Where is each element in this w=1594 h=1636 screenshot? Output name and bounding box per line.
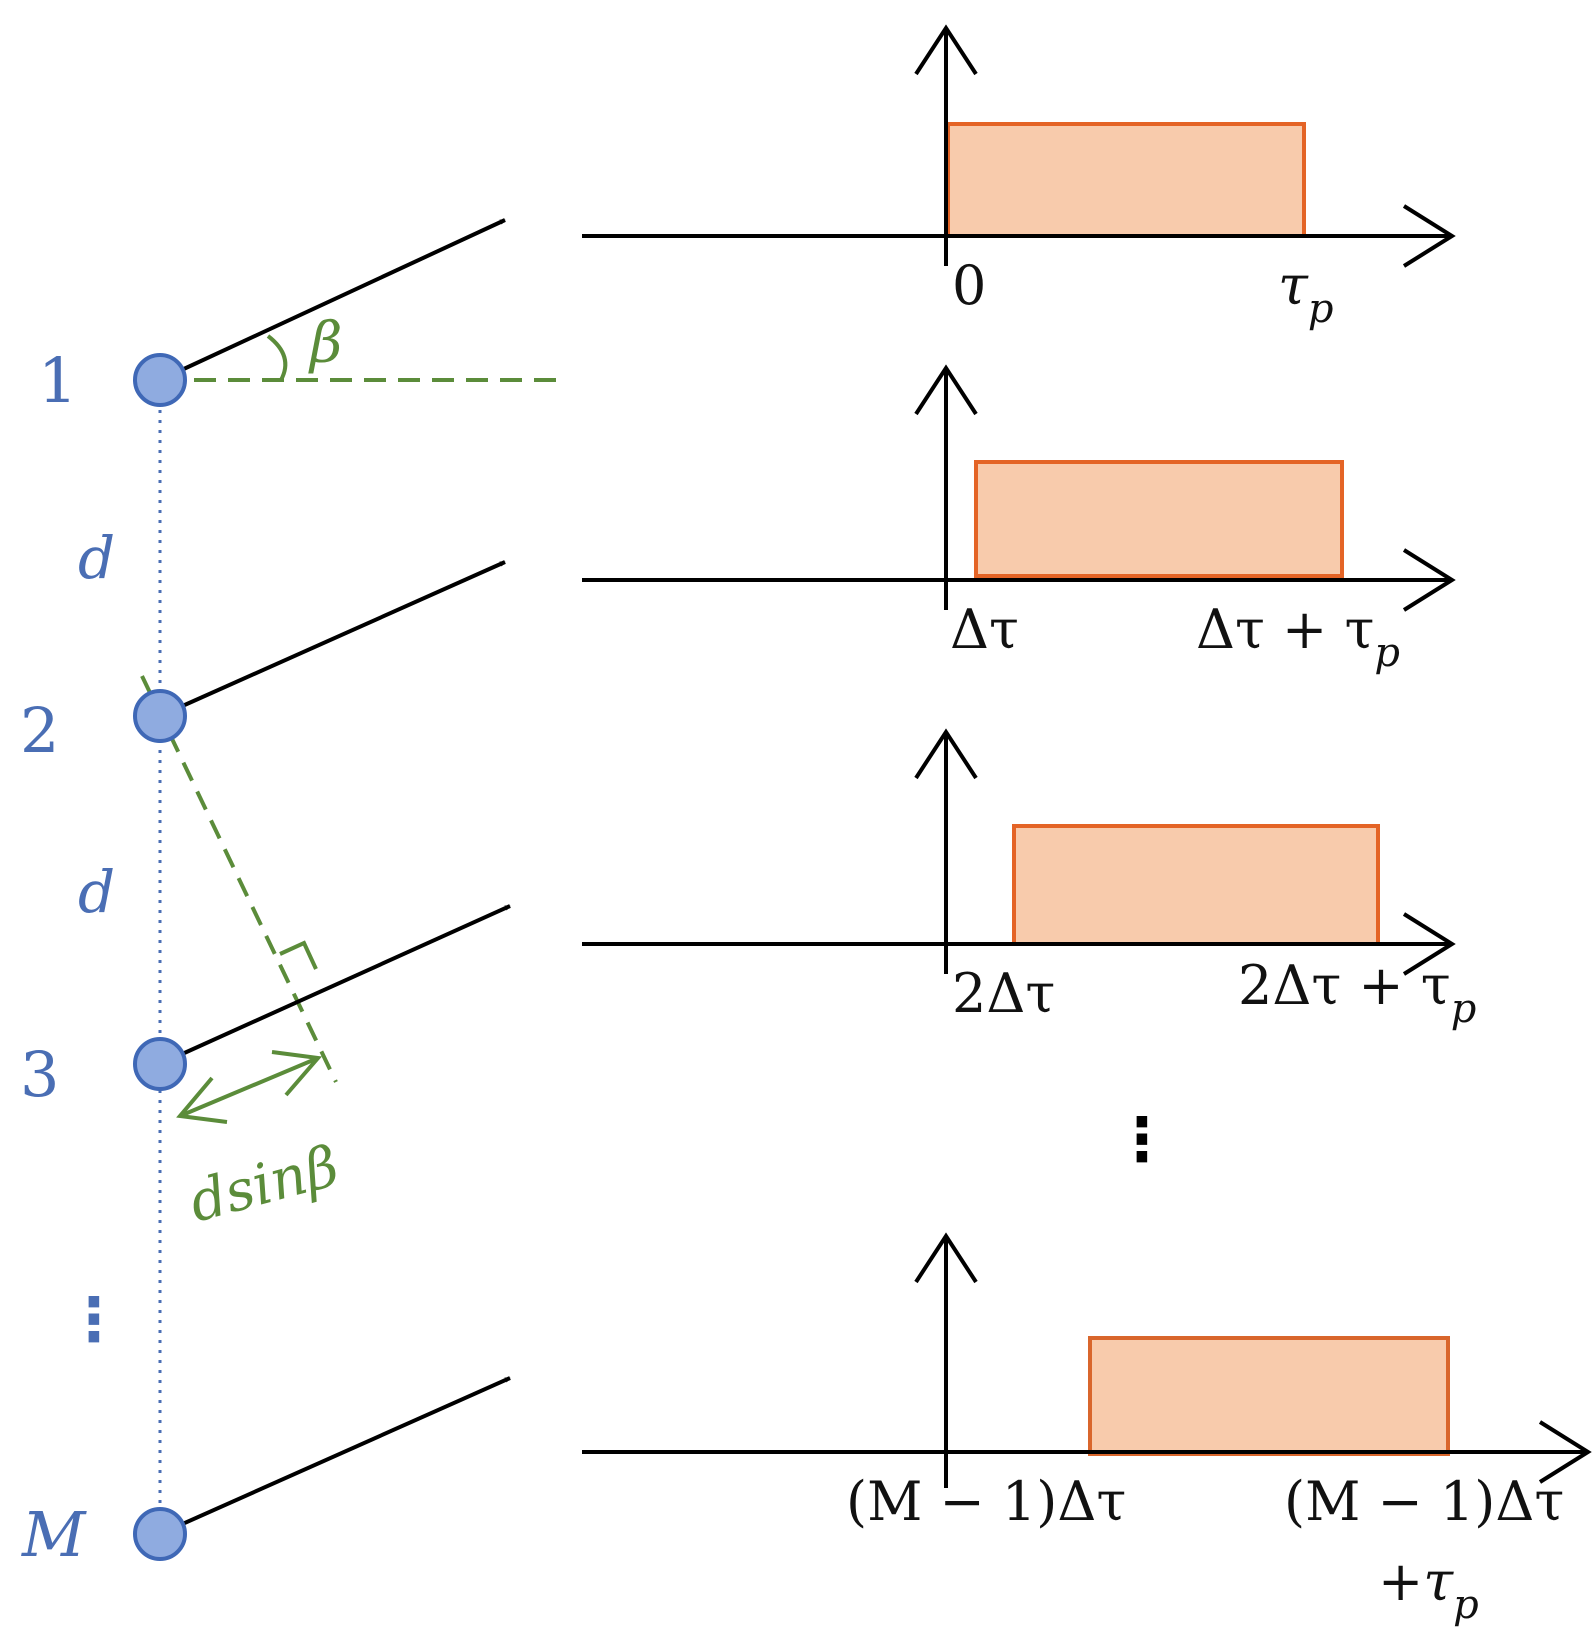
array-geometry: 1 2 3 M d d β dsinβ ⋮ (20, 218, 562, 1571)
amplitude-axis-arrowhead-1 (914, 24, 978, 76)
amplitude-axis-arrowhead-2 (914, 364, 978, 416)
end-label-2-base: Δτ + τ (1196, 598, 1374, 661)
end-label-2: Δτ + τp (1196, 598, 1400, 676)
spacing-label-1: d (78, 524, 115, 592)
end-label-2-subscript: p (1374, 630, 1400, 676)
array-element-2 (133, 689, 187, 743)
pulse-rect-m (1088, 1336, 1450, 1456)
end-label-m-plus: + (1378, 1550, 1423, 1613)
amplitude-axis-arrowhead-3 (914, 728, 978, 780)
pulse-rect-3 (1012, 824, 1380, 946)
end-label-m-line2: +τp (1378, 1550, 1479, 1628)
element-label-1: 1 (38, 344, 77, 417)
pulse-plot-m: (M − 1)Δτ (M − 1)Δτ +τp (582, 1232, 1592, 1628)
array-element-3 (133, 1037, 187, 1091)
array-element-m (133, 1507, 187, 1561)
pulse-plots: 0 τp Δτ Δτ + τp 2Δτ 2Δτ + τp ⋮ (582, 24, 1592, 1628)
end-label-m-subscript: p (1453, 1582, 1479, 1628)
pulse-plot-1: 0 τp (582, 24, 1456, 332)
pulse-rect-1 (946, 122, 1306, 238)
beam-arrow-1 (159, 218, 506, 382)
path-difference-arrowhead-right (271, 1050, 322, 1097)
end-label-1-base: τ (1278, 254, 1309, 317)
wavefront-line (140, 675, 338, 1083)
end-label-1-subscript: p (1308, 286, 1334, 332)
end-label-3-subscript: p (1451, 986, 1477, 1032)
start-label-1: 0 (952, 254, 986, 317)
start-label-3: 2Δτ (952, 962, 1055, 1025)
start-label-m: (M − 1)Δτ (846, 1470, 1126, 1533)
end-label-m: (M − 1)Δτ (1284, 1470, 1564, 1533)
end-label-m-tau: τ (1423, 1550, 1454, 1613)
time-axis-arrowhead-1 (1402, 204, 1456, 268)
pulse-plot-2: Δτ Δτ + τp (582, 364, 1456, 676)
array-ellipsis: ⋮ (64, 1285, 124, 1355)
time-axis-arrowhead-3 (1402, 912, 1456, 976)
array-element-1 (133, 353, 187, 407)
path-difference-arrow (179, 1056, 319, 1118)
beam-arrow-3 (159, 904, 511, 1066)
element-label-3: 3 (20, 1038, 59, 1111)
end-label-3: 2Δτ + τp (1238, 954, 1476, 1032)
right-angle-mark (279, 940, 318, 970)
element-label-m: M (21, 1498, 87, 1571)
time-axis-arrowhead-2 (1402, 548, 1456, 612)
element-label-2: 2 (20, 694, 59, 767)
spacing-label-2: d (78, 858, 115, 926)
angle-arc (266, 334, 288, 381)
start-label-2: Δτ (950, 598, 1019, 661)
beam-arrow-2 (159, 560, 506, 718)
pulse-rect-2 (974, 460, 1344, 578)
end-label-3-base: 2Δτ + τ (1238, 954, 1451, 1017)
amplitude-axis-arrowhead-m (914, 1232, 978, 1284)
time-axis-arrowhead-m (1538, 1420, 1592, 1484)
end-label-1: τp (1278, 254, 1333, 332)
angle-label: β (308, 311, 342, 376)
pulse-plot-3: 2Δτ 2Δτ + τp (582, 728, 1476, 1032)
path-difference-arrowhead-left (176, 1076, 228, 1124)
plots-ellipsis: ⋮ (1112, 1105, 1172, 1175)
path-difference-label: dsinβ (183, 1134, 346, 1236)
beam-arrow-m (159, 1376, 511, 1536)
